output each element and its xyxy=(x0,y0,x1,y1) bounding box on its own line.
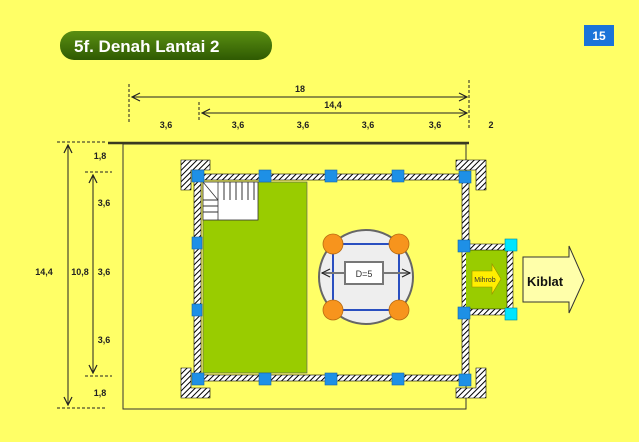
top-dimensions xyxy=(128,80,470,128)
staircase xyxy=(202,181,259,221)
dome-pillars xyxy=(322,233,410,321)
dim-left-total: 14,4 xyxy=(35,267,53,277)
dim-left-segment: 1,8 xyxy=(94,151,107,161)
dim-left-segment: 3,6 xyxy=(98,267,111,277)
dim-top-segment: 3,6 xyxy=(362,120,375,130)
mihrab-label: Mihrob xyxy=(474,277,496,284)
dim-top-segment: 3,6 xyxy=(429,120,442,130)
dim-top-segment: 3,6 xyxy=(232,120,245,130)
dome-diameter-label: D=5 xyxy=(356,269,373,279)
mihrab-arrow-icon xyxy=(471,262,502,296)
dim-top-segment: 3,6 xyxy=(297,120,310,130)
dim-top-inner: 14,4 xyxy=(324,100,342,110)
dim-top-segment: 2 xyxy=(488,120,493,130)
mihrab-columns xyxy=(504,238,518,321)
slide-title-pill: 5f. Denah Lantai 2 xyxy=(60,31,272,60)
page-number: 15 xyxy=(592,29,606,43)
dim-left-segment: 1,8 xyxy=(94,388,107,398)
mihrab: Mihrob xyxy=(465,243,514,316)
dome: D=5 xyxy=(318,229,414,325)
dim-top-segment: 3,6 xyxy=(160,120,173,130)
columns xyxy=(191,169,472,387)
slide-title: 5f. Denah Lantai 2 xyxy=(74,37,219,56)
left-dimensions xyxy=(57,141,112,409)
dim-left-segment: 3,6 xyxy=(98,198,111,208)
dim-left-segment: 3,6 xyxy=(98,335,111,345)
dim-top-total: 18 xyxy=(295,84,305,94)
qibla-label: Kiblat xyxy=(527,274,564,289)
page-number-badge: 15 xyxy=(584,25,614,46)
dim-left-inner: 10,8 xyxy=(71,267,89,277)
qibla-direction-arrow: Kiblat xyxy=(522,245,585,314)
